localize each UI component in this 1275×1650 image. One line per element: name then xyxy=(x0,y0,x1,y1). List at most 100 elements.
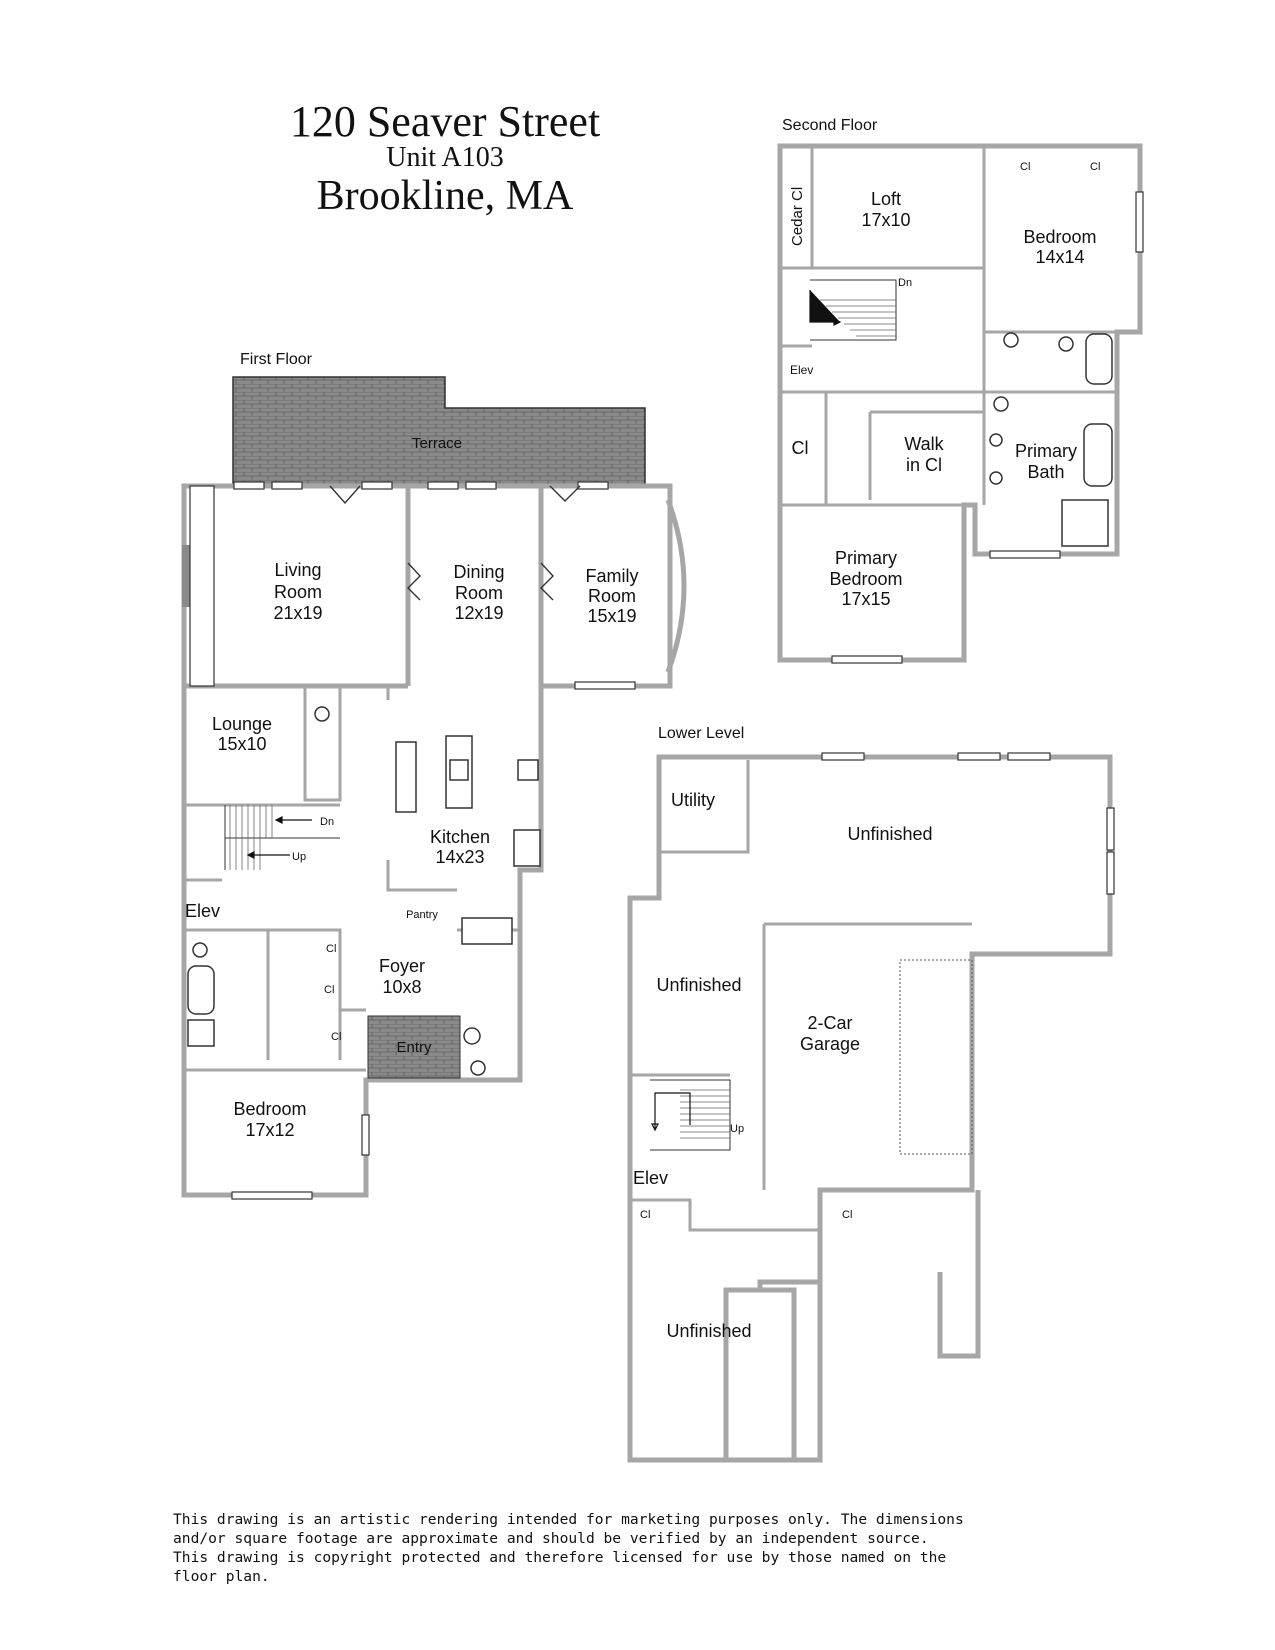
side-window xyxy=(189,485,215,687)
cooktop xyxy=(449,759,469,781)
bathtub xyxy=(1085,333,1113,385)
first-floor: First Floor Terrace xyxy=(181,351,687,1200)
closet-label: Cl xyxy=(1090,161,1100,173)
closet-label: Cl xyxy=(1020,161,1030,173)
lower-level-walls xyxy=(726,1282,823,1463)
lower-level-bump xyxy=(937,1190,981,1359)
window xyxy=(427,481,459,490)
stairs-down-label: Dn xyxy=(898,277,912,289)
powder-toilet xyxy=(470,1060,486,1076)
closet-label: Cl xyxy=(640,1209,650,1221)
closet-label: Cl xyxy=(331,1031,341,1043)
toilet xyxy=(192,942,208,958)
closet-label: Cl xyxy=(842,1209,852,1221)
bay-window xyxy=(665,499,687,673)
toilet xyxy=(1058,336,1074,352)
lounge-size: 15x10 xyxy=(217,734,266,754)
lower-level-walls-interior xyxy=(630,760,972,1232)
window xyxy=(577,481,609,490)
bifold-doors xyxy=(407,562,554,601)
lower-level: Lower Level Up Utility Unfinished Unfini… xyxy=(627,725,1115,1463)
pantry-counter xyxy=(461,917,513,945)
lower-level-label: Lower Level xyxy=(658,725,744,742)
lower-level-stairs: Up xyxy=(650,1079,744,1151)
foyer-label: Foyer xyxy=(379,956,425,976)
bedroom-size: 17x12 xyxy=(245,1120,294,1140)
second-floor: Second Floor Dn Cedar Cl Loft 17x10 Cl C… xyxy=(777,117,1144,664)
second-floor-outline xyxy=(777,143,1143,663)
primary-bathtub xyxy=(1083,423,1113,487)
stairs-up-label: Up xyxy=(730,1123,744,1135)
window xyxy=(821,752,865,761)
bedroom-label: Bedroom xyxy=(233,1099,306,1119)
garage-label: 2-Car xyxy=(807,1013,852,1033)
stairs-down-label: Dn xyxy=(320,816,334,828)
cedar-closet-label: Cedar Cl xyxy=(789,187,806,246)
primary-bedroom-label: Primary xyxy=(835,548,897,568)
terrace-label: Terrace xyxy=(412,435,462,452)
window xyxy=(233,481,265,490)
stairs-up-label: Up xyxy=(292,851,306,863)
window xyxy=(271,481,303,490)
kitchen-label: Kitchen xyxy=(430,827,490,847)
window xyxy=(361,1114,370,1156)
terrace: Terrace xyxy=(232,376,646,486)
fridge xyxy=(513,829,541,867)
kitchen-size: 14x23 xyxy=(435,847,484,867)
family-room-size: 15x19 xyxy=(587,606,636,626)
lounge-label: Lounge xyxy=(212,714,272,734)
dishwasher xyxy=(517,759,539,781)
closet-label: Cl xyxy=(792,438,809,458)
lower-level-outline xyxy=(627,754,1113,1463)
closet-label: Cl xyxy=(326,943,336,955)
address-unit: Unit A103 xyxy=(386,142,504,173)
first-floor-walls-top xyxy=(184,486,544,689)
dining-room-label-2: Room xyxy=(455,583,503,603)
loft-label: Loft xyxy=(871,189,901,209)
primary-bedroom-size: 17x15 xyxy=(841,589,890,609)
first-floor-stairs: Dn Up xyxy=(224,805,340,870)
window xyxy=(1106,807,1115,851)
dining-room-size: 12x19 xyxy=(454,603,503,623)
terrace-doors xyxy=(329,485,581,505)
counter xyxy=(395,741,417,813)
primary-shower xyxy=(1061,499,1109,547)
window xyxy=(361,481,393,490)
pantry-label: Pantry xyxy=(406,909,438,921)
primary-bath-label: Primary xyxy=(1015,441,1077,461)
family-room-label-2: Room xyxy=(588,586,636,606)
walk-in-closet-label-2: in Cl xyxy=(906,455,942,475)
living-room-size: 21x19 xyxy=(273,603,322,623)
elevator-label: Elev xyxy=(790,363,813,377)
second-floor-walls xyxy=(778,146,1117,507)
window xyxy=(574,681,636,690)
walk-in-closet-label: Walk xyxy=(904,434,944,454)
window xyxy=(465,481,497,490)
window xyxy=(1106,851,1115,895)
bedroom-label: Bedroom xyxy=(1023,227,1096,247)
first-floor-walls-interior xyxy=(184,686,520,1072)
primary-sink xyxy=(989,433,1003,447)
disclaimer: This drawing is an artistic rendering in… xyxy=(173,1511,964,1585)
bathtub xyxy=(187,965,215,1015)
entry-vestibule xyxy=(367,1015,461,1079)
second-floor-label: Second Floor xyxy=(782,117,878,134)
window xyxy=(957,752,1001,761)
primary-bath-label-2: Bath xyxy=(1027,462,1064,482)
second-floor-stairs: Dn xyxy=(809,277,912,341)
elevator-label: Elev xyxy=(633,1168,668,1188)
closet-label: Cl xyxy=(324,984,334,996)
utility-label: Utility xyxy=(671,790,715,810)
garage-door-track xyxy=(899,959,973,1155)
unfinished-label: Unfinished xyxy=(666,1321,751,1341)
address-street: 120 Seaver Street xyxy=(289,97,601,146)
elevator-label: Elev xyxy=(185,901,220,921)
living-room-label-2: Room xyxy=(274,582,322,602)
first-floor-label: First Floor xyxy=(240,351,313,368)
shower xyxy=(187,1019,215,1047)
sink xyxy=(314,706,330,722)
primary-sink xyxy=(989,471,1003,485)
powder-sink xyxy=(463,1027,481,1045)
family-room-label: Family xyxy=(586,566,639,586)
